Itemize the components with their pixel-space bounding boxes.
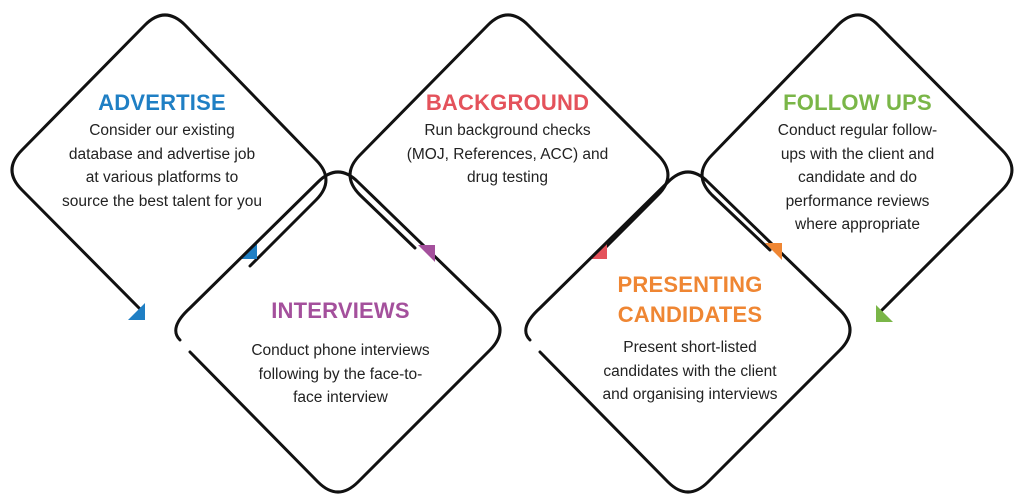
follow-ups-arrow-icon (876, 305, 893, 322)
step-background: BACKGROUND Run background checks (MOJ, R… (405, 90, 610, 190)
step-presenting-title: PRESENTING CANDIDATES (617, 272, 763, 327)
follow-ups-diamond (700, 13, 1014, 322)
step-background-title: BACKGROUND (425, 90, 590, 115)
advertise-outline (10, 13, 328, 314)
step-interviews: INTERVIEWS Conduct phone interviews foll… (238, 298, 443, 410)
background-left-marker (418, 245, 435, 262)
step-presenting: PRESENTING CANDIDATES Present short-list… (585, 270, 795, 407)
step-advertise: ADVERTISE Consider our existing database… (52, 90, 272, 213)
step-follow-ups-title: FOLLOW UPS (783, 90, 932, 115)
presenting-diamond (524, 170, 852, 494)
follow-ups-outline (700, 13, 1014, 314)
step-interviews-body: Conduct phone interviews following by th… (251, 342, 430, 406)
interviews-diamond (174, 170, 502, 494)
step-background-body: Run background checks (MOJ, References, … (406, 122, 609, 186)
follow-ups-corner-marker (765, 243, 782, 260)
step-interviews-title: INTERVIEWS (271, 298, 410, 323)
step-follow-ups-body: Conduct regular follow-ups with the clie… (777, 122, 938, 233)
background-outline (348, 13, 670, 255)
interviews-outline (174, 170, 502, 494)
presenting-outline (524, 170, 852, 494)
step-follow-ups: FOLLOW UPS Conduct regular follow-ups wi… (755, 90, 960, 237)
step-advertise-body: Consider our existing database and adver… (62, 122, 262, 210)
advertise-arrow-icon (128, 303, 145, 320)
step-presenting-body: Present short-listed candidates with the… (602, 339, 778, 403)
step-advertise-title: ADVERTISE (98, 90, 226, 115)
